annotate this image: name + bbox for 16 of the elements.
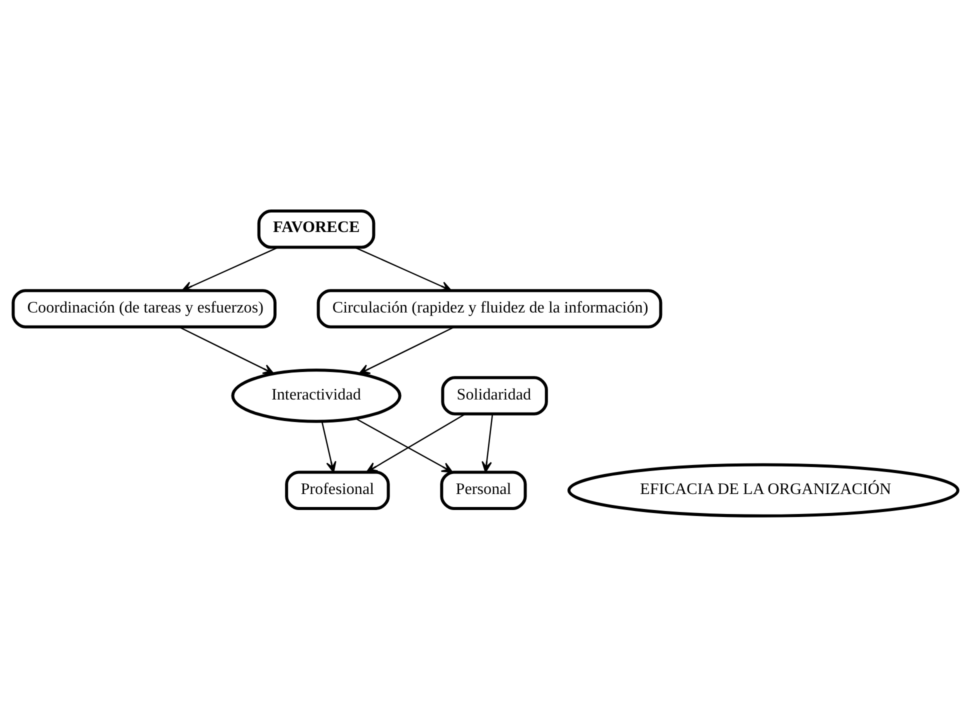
node-box: Coordinación (de tareas y esfuerzos) xyxy=(12,289,277,328)
node-ellipse: Interactividad xyxy=(231,368,402,423)
node-box: Profesional xyxy=(285,470,390,510)
arrow xyxy=(321,421,336,473)
node-box: Circulación (rapidez y fluidez de la información) xyxy=(316,289,662,328)
arrow xyxy=(354,246,452,292)
arrow xyxy=(182,246,278,292)
arrow xyxy=(355,418,453,473)
arrow xyxy=(366,413,466,473)
arrow xyxy=(178,326,274,374)
node-box: Solidaridad xyxy=(441,376,548,416)
arrow xyxy=(482,414,494,473)
node-ellipse: EFICACIA DE LA ORGANIZACIÓN xyxy=(567,463,960,518)
node-box: FAVORECE xyxy=(257,210,376,249)
arrow xyxy=(358,326,455,374)
node-box: Personal xyxy=(440,470,527,510)
